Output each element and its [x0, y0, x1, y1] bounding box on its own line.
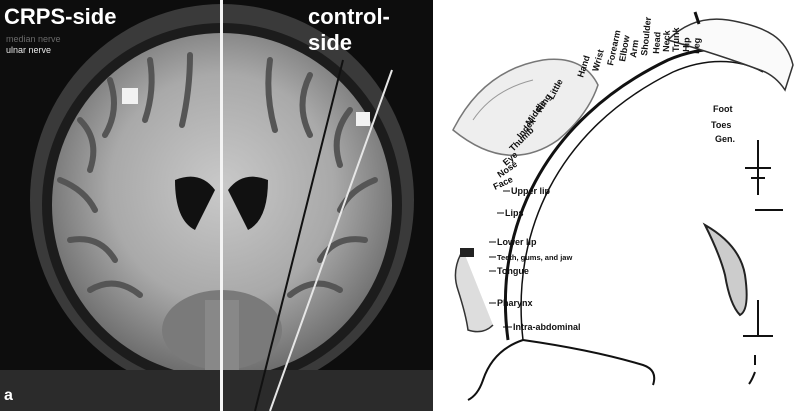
ulnar-marker: [356, 112, 370, 126]
control-side-label: control-side: [308, 4, 433, 56]
label-gen: Gen.: [715, 134, 735, 144]
panel-letter: a: [4, 387, 13, 405]
crps-side-label: CRPS-side: [4, 4, 116, 30]
mri-image: [0, 0, 433, 411]
median-marker: [122, 88, 138, 104]
mri-panel: CRPS-side control-side median nerve ulna…: [0, 0, 433, 411]
label-lips: Lips: [505, 208, 524, 218]
label-leg: Leg: [691, 37, 702, 54]
label-wrist: Wrist: [590, 48, 605, 72]
homunculus-panel: Little Ring Middle Index Thumb Eye Nose …: [433, 0, 805, 411]
label-hip: Hip: [681, 37, 692, 52]
label-foot: Foot: [713, 104, 733, 114]
label-toes: Toes: [711, 120, 731, 130]
label-trunk: Trunk: [671, 27, 681, 52]
label-lower-lip: Lower lip: [497, 237, 537, 247]
hemisphere-divider: [220, 0, 223, 411]
label-teeth: Teeth, gums, and jaw: [497, 253, 572, 262]
label-pharynx: Pharynx: [497, 298, 533, 308]
legend-median: median nerve: [6, 34, 61, 45]
label-tongue: Tongue: [497, 266, 529, 276]
label-intra-abdominal: Intra-abdominal: [513, 322, 581, 332]
legend: median nerve ulnar nerve: [6, 34, 61, 56]
label-upper-lip: Upper lip: [511, 186, 551, 196]
homunculus-diagram: Little Ring Middle Index Thumb Eye Nose …: [433, 0, 805, 411]
legend-ulnar: ulnar nerve: [6, 45, 61, 56]
